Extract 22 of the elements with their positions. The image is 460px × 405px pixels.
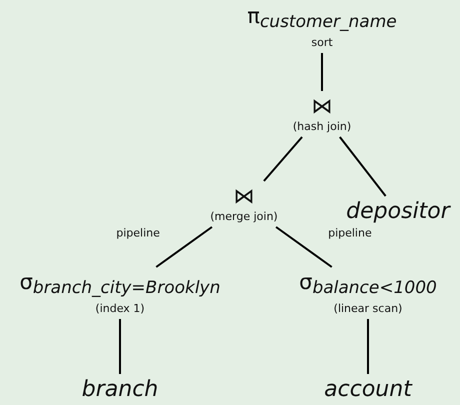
tree-edge <box>156 226 213 268</box>
relation-name: branch <box>82 377 158 403</box>
join-operator: ⋈ <box>234 184 254 208</box>
relation-name: depositor <box>346 199 450 225</box>
tree-edge <box>321 53 323 91</box>
algorithm-note: (linear scan) <box>334 302 402 315</box>
algorithm-note: (hash join) <box>292 120 352 133</box>
relation-name: account <box>324 377 412 403</box>
tree-edge <box>275 226 332 268</box>
tree-edge <box>263 136 303 182</box>
tree-edge <box>119 319 121 374</box>
algorithm-note: sort <box>311 36 333 49</box>
tree-edge <box>367 319 369 374</box>
edge-label: pipeline <box>328 226 372 240</box>
algorithm-note: (index 1) <box>95 302 145 315</box>
tree-edge <box>339 136 386 197</box>
algorithm-note: (merge join) <box>210 210 278 223</box>
selection-operator: σ$_{balance<1000}$ <box>299 270 437 300</box>
edge-label: pipeline <box>116 226 160 240</box>
selection-operator: σ$_{branch_city=Brooklyn}$ <box>20 270 220 300</box>
projection-operator: π$_{customer_name}$ <box>247 4 397 34</box>
join-operator: ⋈ <box>312 94 332 118</box>
